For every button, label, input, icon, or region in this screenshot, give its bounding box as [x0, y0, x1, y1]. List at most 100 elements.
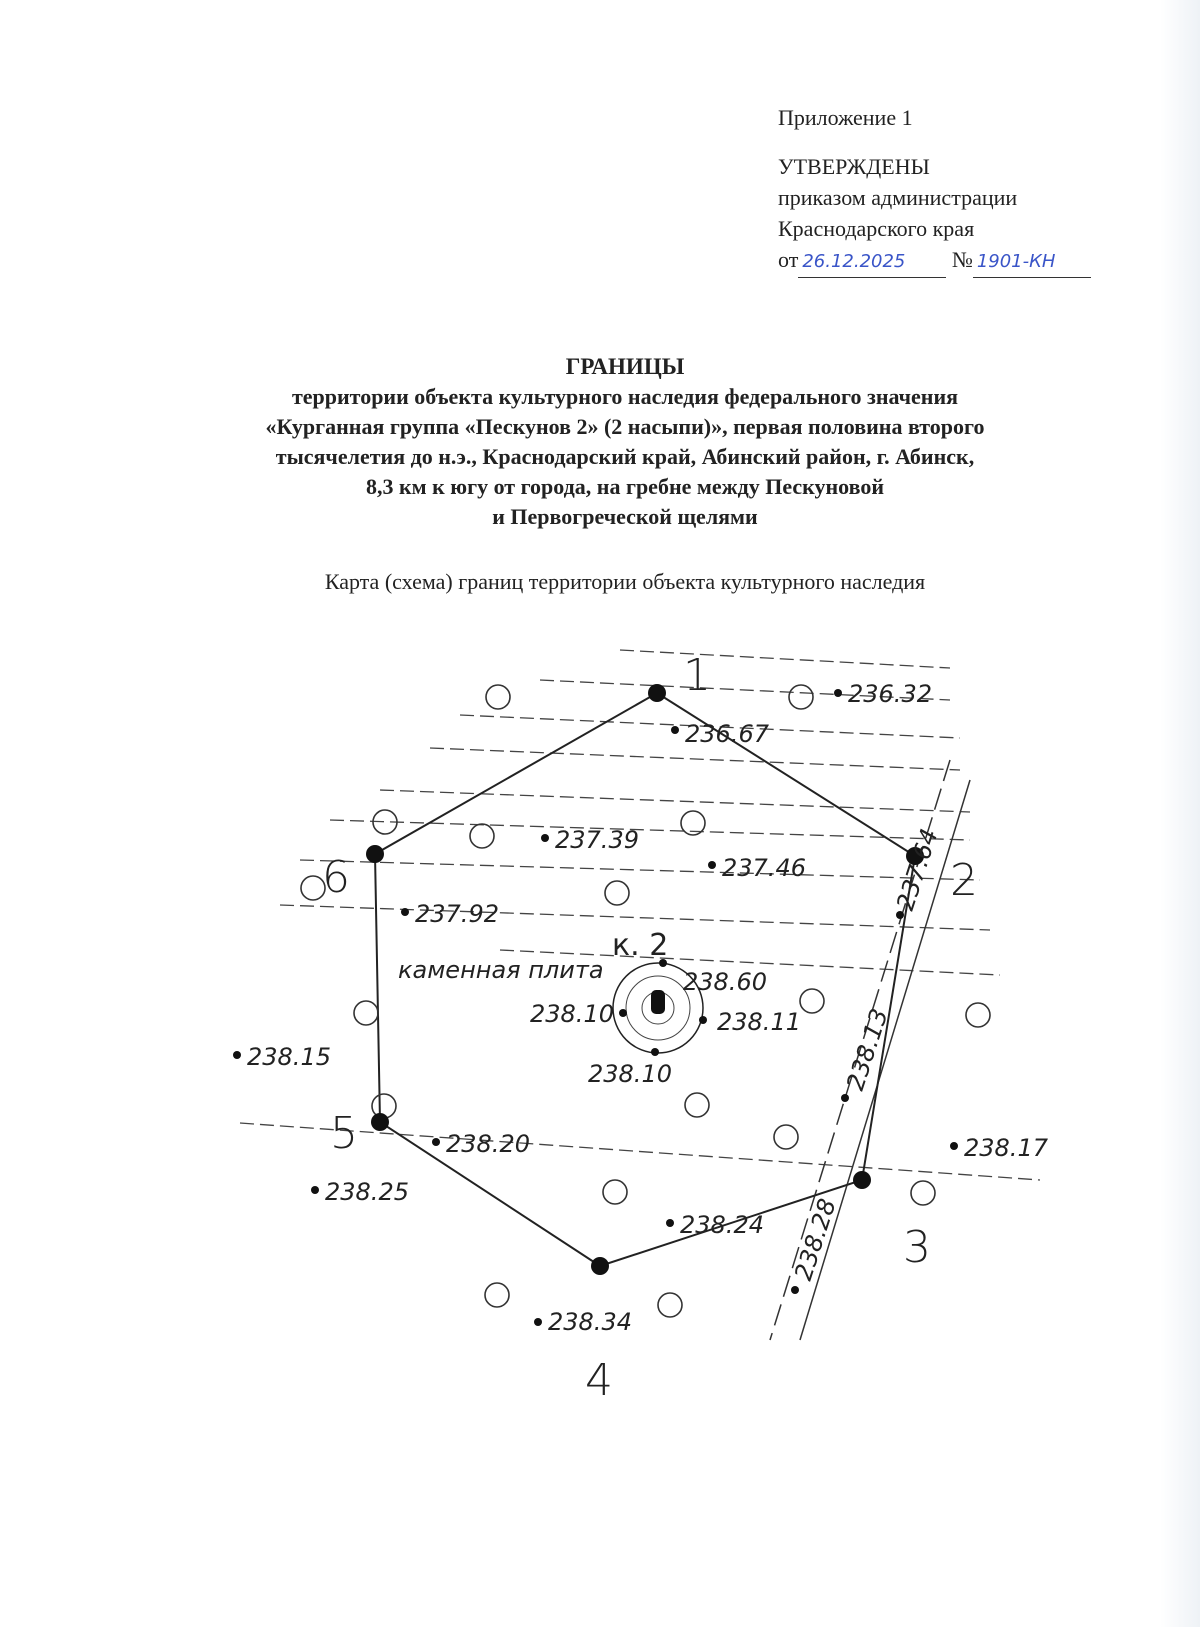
- tree-circle: [469, 823, 495, 849]
- point-number: 4: [585, 1355, 613, 1406]
- boundary-vertex: [853, 1171, 871, 1189]
- point-number: 2: [950, 855, 978, 906]
- approved-label: УТВЕРЖДЕНЫ: [778, 154, 930, 179]
- boundary-vertex: [371, 1113, 389, 1131]
- elev-dot: [841, 1094, 849, 1102]
- elevation-label: 237.92: [415, 900, 499, 928]
- tree-circle: [353, 1000, 379, 1026]
- contour-label: 238.13: [841, 1005, 894, 1094]
- elevation-label: 238.25: [325, 1178, 409, 1206]
- elev-dot: [659, 959, 667, 967]
- tree-circle: [773, 1124, 799, 1150]
- elev-dot: [541, 834, 549, 842]
- order-line-1: приказом администрации: [778, 185, 1018, 210]
- boundary-vertex: [591, 1257, 609, 1275]
- date-prefix: от: [778, 247, 799, 272]
- elev-dot: [699, 1016, 707, 1024]
- elevation-label: 238.20: [446, 1130, 530, 1158]
- elevation-label: 238.34: [548, 1308, 632, 1336]
- elevation-label: 238.10: [530, 1000, 614, 1028]
- tree-circle: [602, 1179, 628, 1205]
- elev-dot: [534, 1318, 542, 1326]
- trees: [300, 684, 991, 1318]
- elevation-label: 238.11: [717, 1008, 801, 1036]
- tree-circle: [372, 809, 398, 835]
- tree-circle: [799, 988, 825, 1014]
- scan-edge: [1160, 0, 1200, 1627]
- contour-line: [239, 1122, 1041, 1181]
- contour-line: [329, 819, 971, 841]
- point-number: 6: [322, 852, 350, 903]
- elev-dot: [401, 908, 409, 916]
- elevation-label: 236.67: [685, 720, 770, 748]
- elev-dot: [651, 1048, 659, 1056]
- map-caption: Карта (схема) границ территории объекта …: [324, 569, 926, 594]
- tree-circle: [657, 1292, 683, 1318]
- elev-dot: [233, 1051, 241, 1059]
- tree-circle: [485, 684, 511, 710]
- elev-dot: [708, 861, 716, 869]
- title-heading: ГРАНИЦЫ: [565, 354, 685, 379]
- elev-dot: [950, 1142, 958, 1150]
- elevation-label: 237.39: [555, 826, 639, 854]
- tree-circle: [788, 684, 814, 710]
- elevation-label: 238.24: [680, 1211, 764, 1239]
- contour-line: [279, 904, 991, 931]
- boundary-vertex: [648, 684, 666, 702]
- road-edge: [799, 779, 971, 1341]
- elevation-label: 238.17: [964, 1134, 1049, 1162]
- elev-dot: [432, 1138, 440, 1146]
- title-line: территории объекта культурного наследия …: [291, 384, 959, 409]
- elevation-label: 238.60: [683, 968, 767, 996]
- elev-dot: [834, 689, 842, 697]
- mound-inner: [625, 975, 691, 1041]
- contour-line: [299, 859, 981, 881]
- contour-label: 238.28: [789, 1195, 842, 1284]
- elev-dot: [619, 1009, 627, 1017]
- document-title: ГРАНИЦЫ территории объекта культурного н…: [0, 352, 1200, 532]
- elev-dot: [896, 911, 904, 919]
- elevation-label: 238.10: [588, 1060, 672, 1088]
- appendix-label: Приложение 1: [778, 105, 913, 130]
- elevation-labels: 236.32 236.67 237.39 237.46 237.92 238.6…: [247, 680, 1049, 1336]
- tree-circle: [604, 880, 630, 906]
- contour-line: [499, 949, 1001, 976]
- point-numbers: 1 2 3 4 5 6: [322, 650, 978, 1406]
- approval-block: Приложение 1 УТВЕРЖДЕНЫ приказом админис…: [778, 102, 1091, 278]
- elev-dot: [791, 1286, 799, 1294]
- title-line: «Курганная группа «Пескунов 2» (2 насыпи…: [265, 414, 985, 439]
- contour-line: [539, 679, 951, 701]
- mound-label: к. 2: [612, 928, 668, 963]
- number-prefix: №: [951, 247, 973, 272]
- contour-lines: [239, 649, 1041, 1181]
- elev-dot: [666, 1219, 674, 1227]
- point-number: 1: [683, 650, 711, 701]
- boundary-vertex: [906, 847, 924, 865]
- point-number: 3: [903, 1222, 931, 1273]
- elevation-label: 236.32: [848, 680, 932, 708]
- stone-slab-label: каменная плита: [398, 956, 604, 984]
- contour-line: [429, 747, 961, 771]
- point-number: 5: [330, 1108, 358, 1159]
- order-date: 26.12.2025: [798, 246, 947, 278]
- title-line: и Первогреческой щелями: [492, 504, 758, 529]
- tree-circle: [910, 1180, 936, 1206]
- contour-line: [379, 789, 971, 813]
- tree-circle: [484, 1282, 510, 1308]
- title-line: 8,3 км к югу от города, на гребне между …: [365, 474, 885, 499]
- order-line-2: Краснодарского края: [778, 216, 975, 241]
- stone-slab: [651, 990, 665, 1014]
- elev-dot: [311, 1186, 319, 1194]
- contour-line: [619, 649, 951, 669]
- tree-circle: [680, 810, 706, 836]
- elev-dot: [671, 726, 679, 734]
- survey-points: [233, 684, 958, 1326]
- elevation-label: 237.46: [722, 854, 806, 882]
- boundary-vertex: [366, 845, 384, 863]
- order-number: 1901-КН: [972, 246, 1091, 278]
- tree-circle: [684, 1092, 710, 1118]
- elevation-label: 238.15: [247, 1043, 331, 1071]
- tree-circle: [965, 1002, 991, 1028]
